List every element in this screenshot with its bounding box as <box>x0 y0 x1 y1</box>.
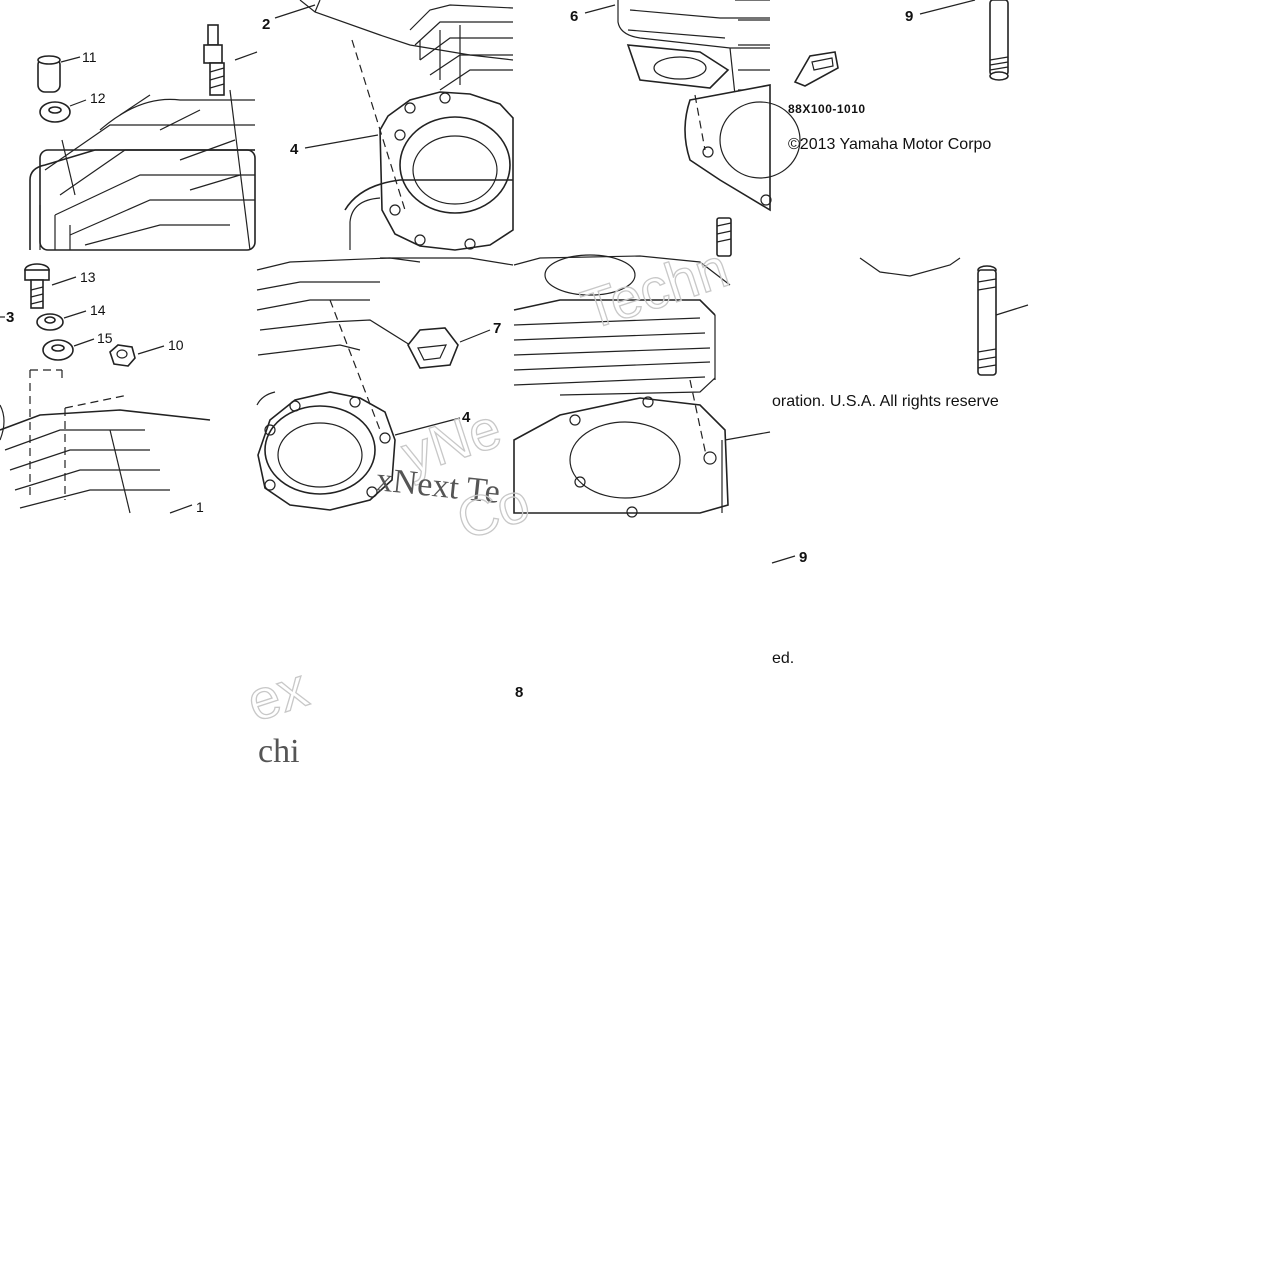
watermark-text-5: ex <box>239 655 315 733</box>
flat-washer-part <box>42 339 74 361</box>
callout-9-bottom: 9 <box>799 549 807 566</box>
callout-2: 2 <box>262 16 270 33</box>
sleeve-bushing-part <box>37 55 61 93</box>
callout-4-middle: 4 <box>462 409 471 426</box>
callout-8: 8 <box>515 684 523 701</box>
callout-9-top: 9 <box>905 8 913 25</box>
head-gasket-illustration <box>379 91 514 251</box>
callout-13: 13 <box>80 269 96 285</box>
nut-part <box>109 344 136 367</box>
base-gasket-illustration <box>684 84 801 212</box>
callout-11: 11 <box>82 49 97 65</box>
copyright-text-part-2: oration. U.S.A. All rights reserve <box>772 393 999 410</box>
part-code-label: 88X100-1010 <box>788 102 866 116</box>
copyright-text-part-3: ed. <box>772 650 794 667</box>
callout-6: 6 <box>570 8 578 25</box>
base-gasket-illustration-2 <box>513 396 729 518</box>
bolt-part <box>24 263 50 309</box>
insert-part <box>407 327 459 369</box>
cylinder-head-fins-illustration-2 <box>256 257 514 356</box>
cylinder-outline-2 <box>344 179 513 211</box>
watermark-text-1: Techn <box>574 235 736 341</box>
stud-bolt-part-1 <box>989 0 1009 81</box>
cylinder-barrel-illustration <box>513 254 731 396</box>
callout-1: 1 <box>196 499 204 515</box>
cylinder-head-illustration-2 <box>0 404 211 514</box>
exhaust-port-flange-illustration <box>626 44 730 89</box>
cylinder-fins-illustration <box>617 0 770 96</box>
spark-plug-part <box>203 24 225 96</box>
callout-14: 14 <box>90 302 106 318</box>
lock-washer-part <box>36 313 64 331</box>
material-tag-icon <box>793 51 839 87</box>
callout-12: 12 <box>90 90 106 106</box>
cylinder-head-illustration <box>29 94 256 251</box>
copyright-text-part-1: ©2013 Yamaha Motor Corpo <box>788 136 991 153</box>
watermark-text-6: chi <box>258 733 300 770</box>
washer-part <box>39 101 71 123</box>
stud-bolt-part-2 <box>716 217 732 257</box>
callout-4-top: 4 <box>290 141 299 158</box>
callout-10: 10 <box>168 337 184 353</box>
stud-bolt-part-3 <box>977 265 997 376</box>
cylinder-head-fins-illustration <box>299 0 514 91</box>
callout-15: 15 <box>97 330 113 346</box>
head-gasket-illustration-2 <box>257 391 396 511</box>
callout-3: 3 <box>6 309 14 326</box>
callout-7: 7 <box>493 320 501 337</box>
